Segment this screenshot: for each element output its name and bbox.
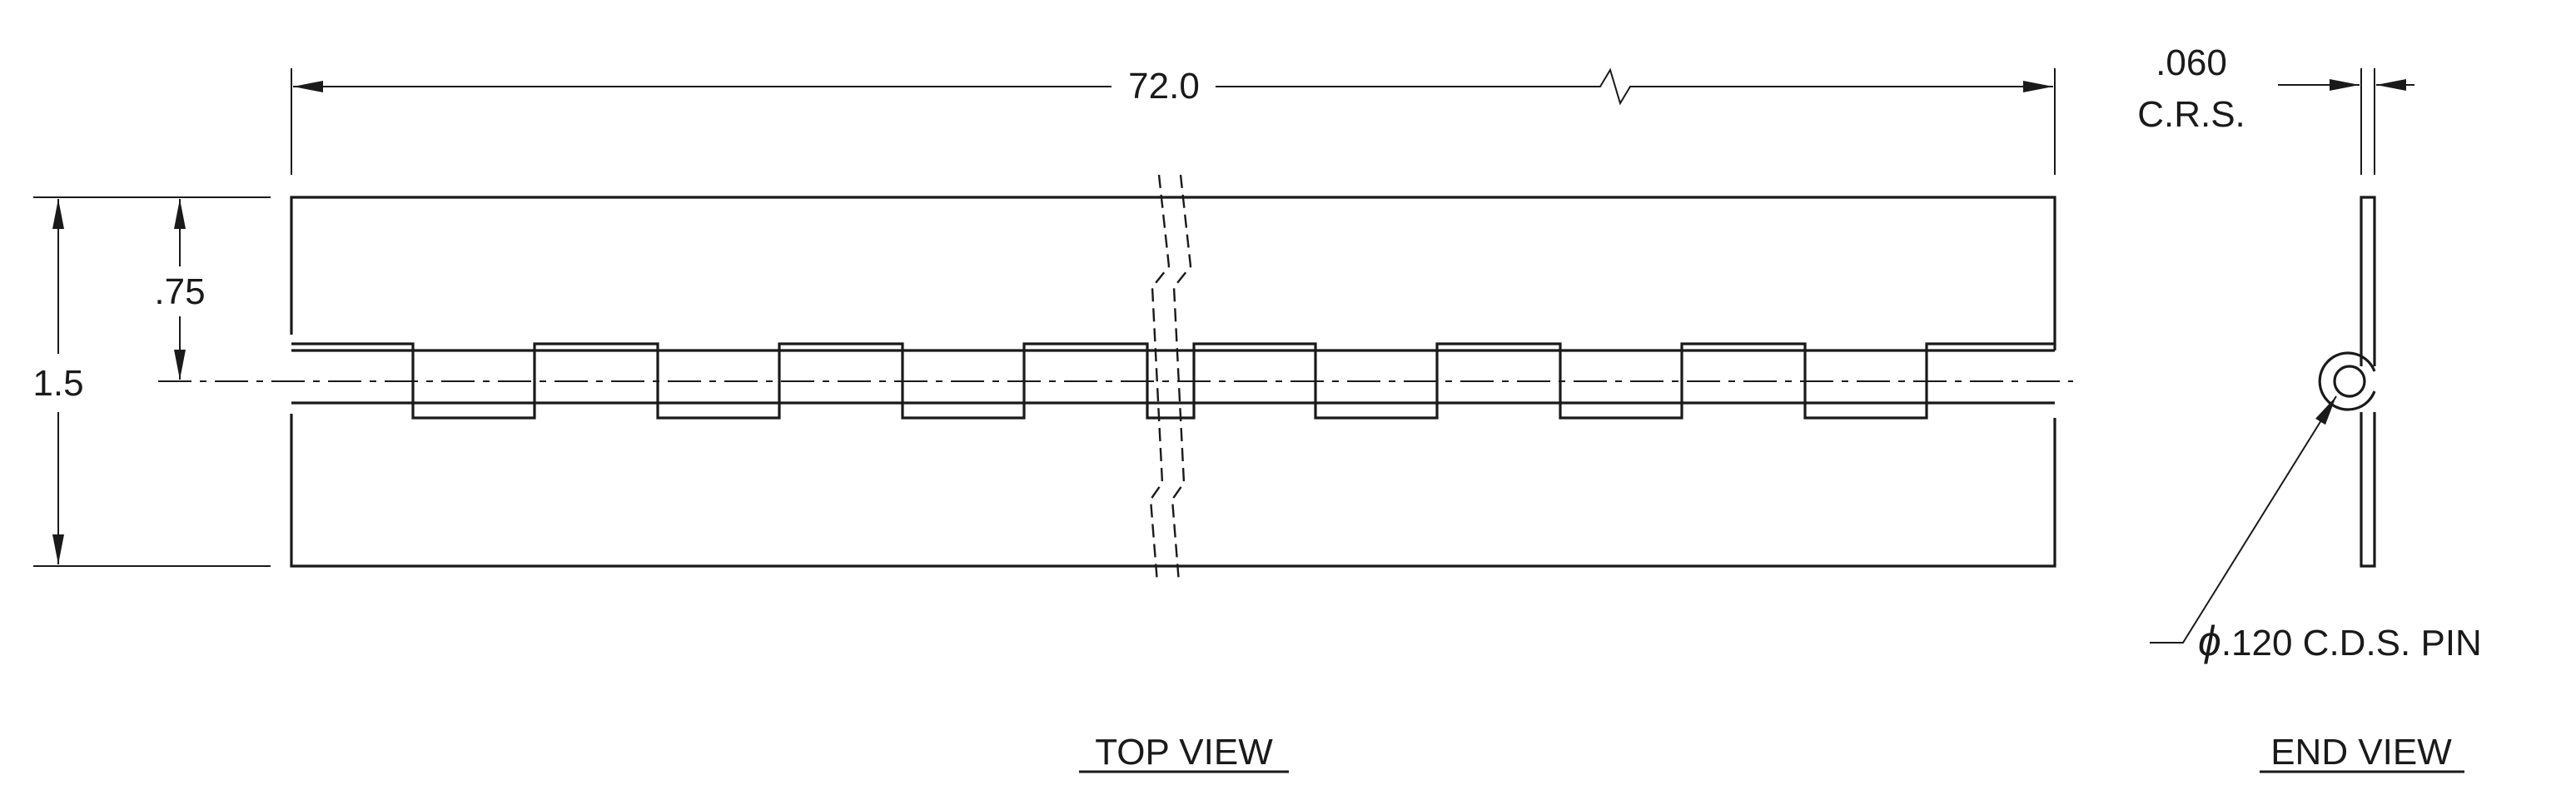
length-dim-line-right [1216,67,2053,106]
top-view-label: TOP VIEW [1095,732,1273,773]
lower-leaf-outline [290,414,2056,568]
upper-leaf-outline [290,196,2056,350]
length-dimension-text: 72.0 [1128,66,1200,107]
break-line-left [1149,174,1171,584]
width-dimension-text: 1.5 [32,363,83,404]
knuckle-zigzag [291,342,2055,420]
end-upper-leaf [2360,196,2376,366]
pin-callout-text: ϕ.120 C.D.S. PIN [2198,618,2482,664]
leaf-dimension-text: .75 [154,271,205,312]
end-knuckle [2318,351,2376,411]
end-view: .060 C.R.S. ϕ.120 C.D.S. PIN END VIEW [2137,42,2482,773]
thickness-value-text: .060 [2156,42,2227,83]
pin-circle [2333,365,2366,398]
pin-leader [2150,395,2337,644]
break-line-right [1171,174,1192,584]
end-lower-leaf [2360,412,2376,568]
top-view: 72.0 1.5 .75 TOP VIEW [32,66,2073,773]
pin-callout-label: .120 C.D.S. PIN [2221,623,2482,663]
end-view-label: END VIEW [2270,732,2452,773]
thickness-material-text: C.R.S. [2137,94,2245,135]
diameter-symbol: ϕ [2198,618,2221,664]
